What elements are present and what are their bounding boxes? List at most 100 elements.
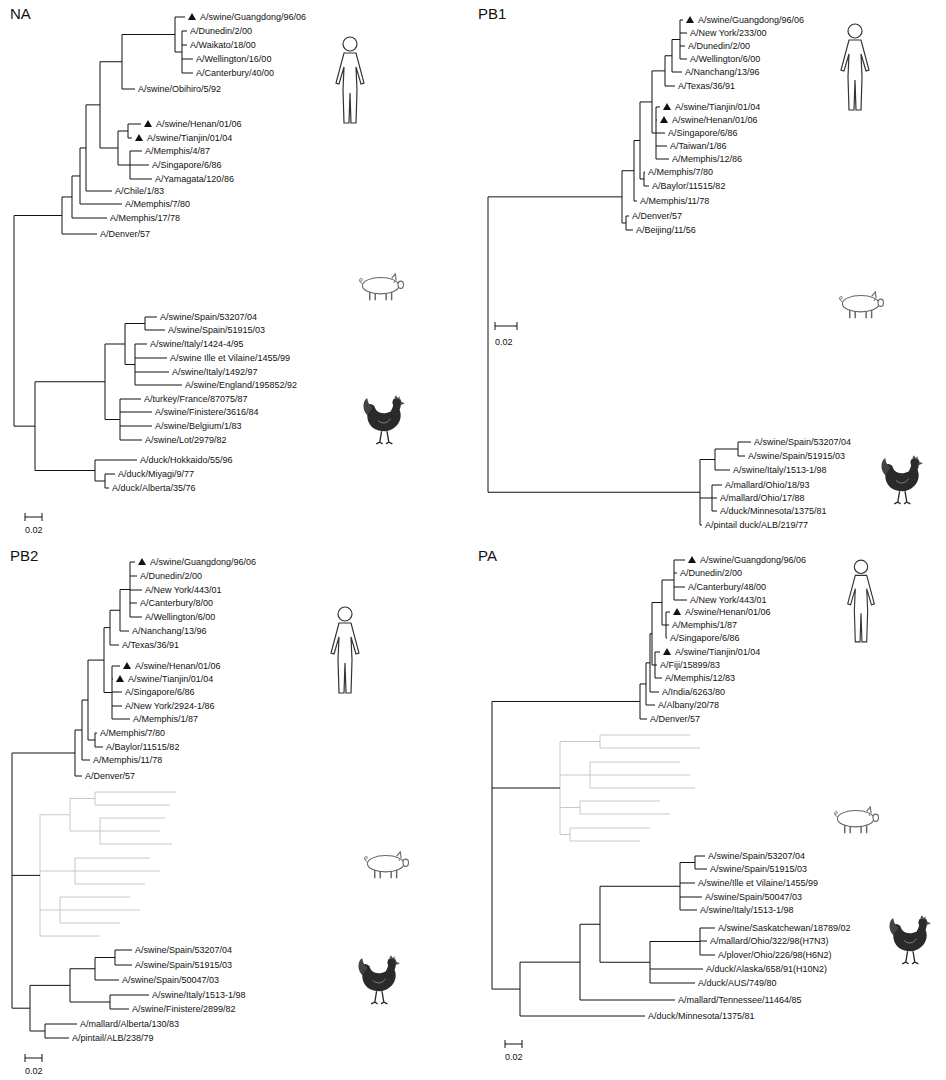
tree-branch <box>700 955 715 956</box>
tree-branch <box>715 449 738 450</box>
tree-branch <box>570 828 650 829</box>
tree-branch <box>100 61 122 62</box>
taxon-label: A/pintail/ALB/238/79 <box>72 1033 154 1044</box>
human-icon <box>848 560 875 642</box>
tree-branch <box>644 186 649 187</box>
tree-branch <box>110 995 149 996</box>
tree-branch <box>130 562 135 563</box>
taxon-label: A/swine/Spain/53207/04 <box>708 851 805 862</box>
taxon-label: A/mallard/Alberta/130/83 <box>80 1019 179 1030</box>
tree-branch <box>95 980 119 981</box>
tree-branch <box>105 344 125 345</box>
taxon-label: A/Memphis/11/78 <box>640 196 709 207</box>
tree-branch <box>656 146 667 147</box>
taxon-label: A/swine/Italy/1513-1/98 <box>152 990 246 1001</box>
tree-branch <box>95 460 137 461</box>
taxon-label: A/New York/443/01 <box>145 585 222 596</box>
tree-branch <box>626 230 633 231</box>
tree-branch <box>112 679 113 680</box>
tree-branch <box>122 89 135 90</box>
taxon-label: A/swine/Henan/01/06 <box>135 661 221 672</box>
taxon-label: A/Dunedin/2/00 <box>688 41 750 52</box>
taxon-label: A/swine/Finistere/3616/84 <box>155 407 259 418</box>
tree-branch <box>182 59 193 60</box>
marker-triangle <box>673 608 681 615</box>
tree-branch <box>75 884 145 885</box>
tree-branch <box>680 883 695 884</box>
tree-branch <box>656 133 665 134</box>
taxon-label: A/swine/Guangdong/96/06 <box>200 12 306 23</box>
taxon-label: A/Singapore/6/86 <box>670 633 740 644</box>
taxon-label: A/swine/Tianjin/01/04 <box>675 647 760 658</box>
taxon-label: A/swine/England/195852/92 <box>185 380 297 391</box>
human-icon <box>336 37 364 123</box>
tree-branch <box>135 344 147 345</box>
tree-branch <box>650 633 652 634</box>
tree-branch <box>95 792 176 793</box>
tree-branch <box>580 924 600 925</box>
taxon-label: A/Chile/1/83 <box>115 186 164 197</box>
tree-branch <box>662 625 666 626</box>
tree-branch <box>70 1002 110 1003</box>
tree-branch <box>125 364 135 365</box>
tree-branch <box>700 459 715 460</box>
tree-branch <box>130 151 142 152</box>
tree-branch <box>60 910 140 911</box>
tree-branch <box>580 1000 675 1001</box>
taxon-label: A/Dunedin/2/00 <box>190 26 252 37</box>
scale-label: 0.02 <box>25 1066 43 1077</box>
taxon-label: A/Albany/20/78 <box>658 700 719 711</box>
tree-branch <box>60 897 130 898</box>
tree-branch <box>120 589 130 590</box>
scale-label: 0.02 <box>505 1052 523 1063</box>
tree-branch <box>650 969 703 970</box>
tree-branch <box>666 625 669 626</box>
tree-branch <box>570 841 640 842</box>
tree-branch <box>135 372 169 373</box>
pig-icon <box>360 274 404 300</box>
taxon-label: A/India/6263/80 <box>662 687 725 698</box>
taxon-label: A/swine/Guangdong/96/06 <box>700 555 806 566</box>
tree-branch <box>30 985 70 986</box>
taxon-label: A/New York/443/01 <box>690 595 767 606</box>
tree-branch <box>70 831 100 832</box>
tree-branch <box>110 610 120 611</box>
taxon-label: A/swine/Henan/01/06 <box>672 115 758 126</box>
tree-branch <box>40 910 60 911</box>
taxon-label: A/mallard/Tennessee/11464/85 <box>678 995 801 1006</box>
tree-branch <box>95 957 115 958</box>
taxon-label: A/Yamagata/120/86 <box>155 174 234 185</box>
tree-branch <box>95 733 97 734</box>
tree-branch <box>130 179 152 180</box>
tree-branch <box>652 133 656 134</box>
taxon-label: A/Texas/36/91 <box>122 640 179 651</box>
taxon-label: A/swine/Italy/1513-1/98 <box>733 465 827 476</box>
tree-branch <box>30 1031 45 1032</box>
tree-branch <box>75 730 82 731</box>
tree-branch <box>680 910 697 911</box>
tree-branch <box>715 470 730 471</box>
panel-title: PA <box>478 548 497 564</box>
marker-triangle <box>663 103 671 110</box>
tree-branch <box>646 705 655 706</box>
human-icon <box>841 24 869 110</box>
taxon-label: A/Nanchang/13/96 <box>132 626 207 637</box>
tree-branch <box>672 72 682 73</box>
tree-branch <box>695 869 707 870</box>
taxon-label: A/swine/Belgium/1/83 <box>155 421 242 432</box>
tree-branch <box>130 590 142 591</box>
tree-branch <box>650 692 659 693</box>
taxon-label: A/Nanchang/13/96 <box>685 67 760 78</box>
tree-branch <box>88 660 104 661</box>
taxon-label: A/Memphis/12/83 <box>665 673 735 684</box>
tree-branch <box>488 197 489 492</box>
taxon-label: A/swine/Italy/1513-1/98 <box>700 905 794 916</box>
marker-triangle <box>138 558 146 565</box>
tree-branch <box>75 858 150 859</box>
taxon-label: A/Memphis/12/86 <box>672 154 742 165</box>
taxon-label: A/Taiwan/1/86 <box>670 141 727 152</box>
pig-icon <box>835 807 879 833</box>
tree-branch <box>135 385 182 386</box>
tree-branch <box>600 748 700 749</box>
